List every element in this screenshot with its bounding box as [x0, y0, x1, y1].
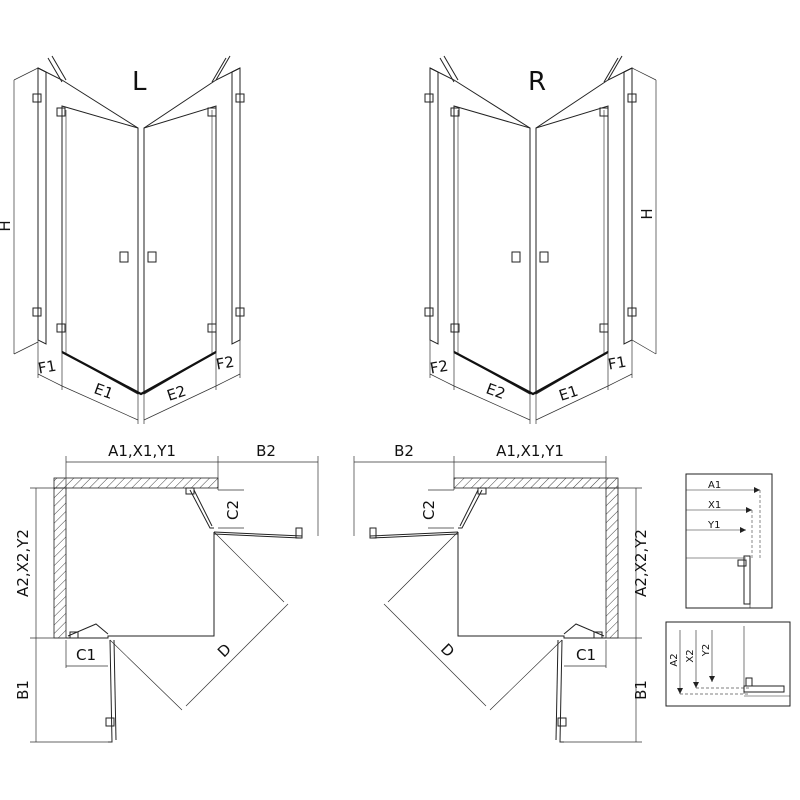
dim-a2x2y2-right: A2,X2,Y2: [632, 529, 650, 597]
elevation-right: [424, 55, 657, 424]
title-left: L: [132, 67, 147, 97]
dim-c1-right: C1: [576, 646, 596, 664]
detail-y1: Y1: [707, 520, 720, 531]
dim-h-left: H: [0, 220, 14, 231]
dim-f1-left: F1: [37, 357, 58, 378]
detail-top: [685, 473, 773, 609]
detail-x2: X2: [685, 649, 696, 662]
dim-a1x1y1-left: A1,X1,Y1: [108, 442, 176, 460]
plan-left: [30, 456, 319, 743]
dim-b2-left: B2: [256, 442, 276, 460]
dim-e1-right: E1: [557, 382, 581, 405]
dim-b1-left: B1: [14, 680, 32, 700]
detail-a1: A1: [708, 480, 721, 491]
detail-x1: X1: [708, 500, 721, 511]
detail-a2: A2: [669, 653, 680, 666]
dim-d-right: D: [437, 640, 458, 661]
plan-right: [353, 456, 642, 743]
dim-e1-left: E1: [92, 380, 116, 403]
dim-a2x2y2-left: A2,X2,Y2: [14, 529, 32, 597]
detail-bottom: [665, 621, 791, 707]
dim-f2-right: F2: [429, 357, 450, 378]
detail-y2: Y2: [701, 644, 712, 657]
dim-f2-left: F2: [215, 353, 236, 374]
dim-b1-right: B1: [632, 680, 650, 700]
dim-c2-right: C2: [420, 500, 438, 520]
elevation-left: [13, 55, 245, 424]
dim-b2-right: B2: [394, 442, 414, 460]
dim-c2-left: C2: [224, 500, 242, 520]
dim-e2-right: E2: [484, 380, 508, 403]
title-right: R: [528, 67, 546, 97]
dim-h-right: H: [638, 208, 656, 219]
dim-a1x1y1-right: A1,X1,Y1: [496, 442, 564, 460]
dim-d-left: D: [214, 640, 235, 661]
dim-c1-left: C1: [76, 646, 96, 664]
dim-e2-left: E2: [165, 382, 189, 405]
dim-f1-right: F1: [607, 353, 628, 374]
